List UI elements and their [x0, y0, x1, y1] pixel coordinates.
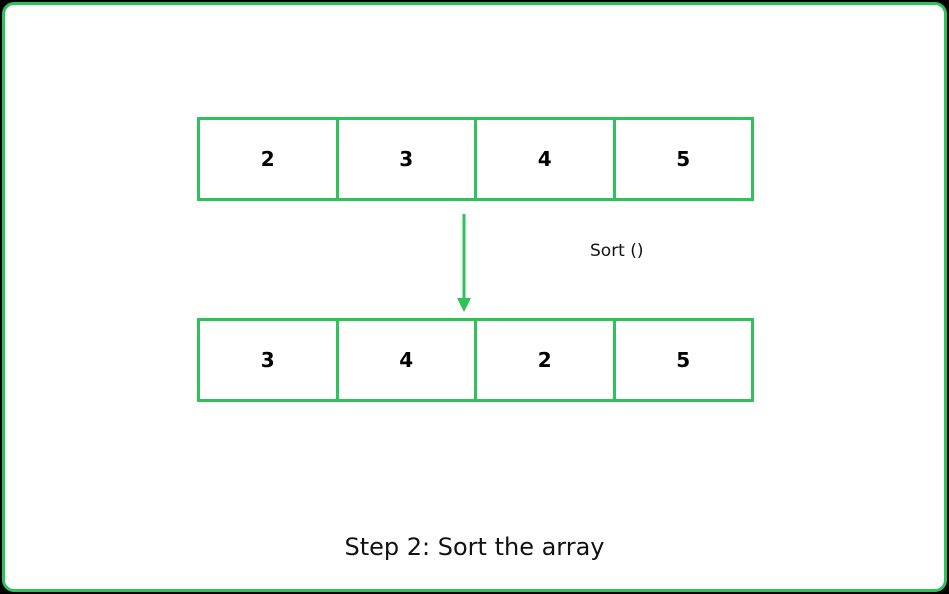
- operation-label: Sort (): [590, 241, 644, 261]
- input-array: 2 3 4 5: [197, 117, 754, 201]
- array-cell: 5: [676, 147, 691, 171]
- array-cell: 4: [477, 120, 616, 198]
- array-cell: 3: [200, 321, 339, 399]
- array-cell: 2: [200, 120, 339, 198]
- array-cell: 4: [339, 321, 477, 399]
- output-array: 3 4 2 5: [197, 318, 754, 402]
- array-cell: 3: [339, 120, 477, 198]
- step-caption: Step 2: Sort the array: [344, 533, 605, 561]
- array-cell: 5: [676, 348, 691, 372]
- array-cell: 2: [477, 321, 616, 399]
- down-arrow-icon: [457, 214, 471, 312]
